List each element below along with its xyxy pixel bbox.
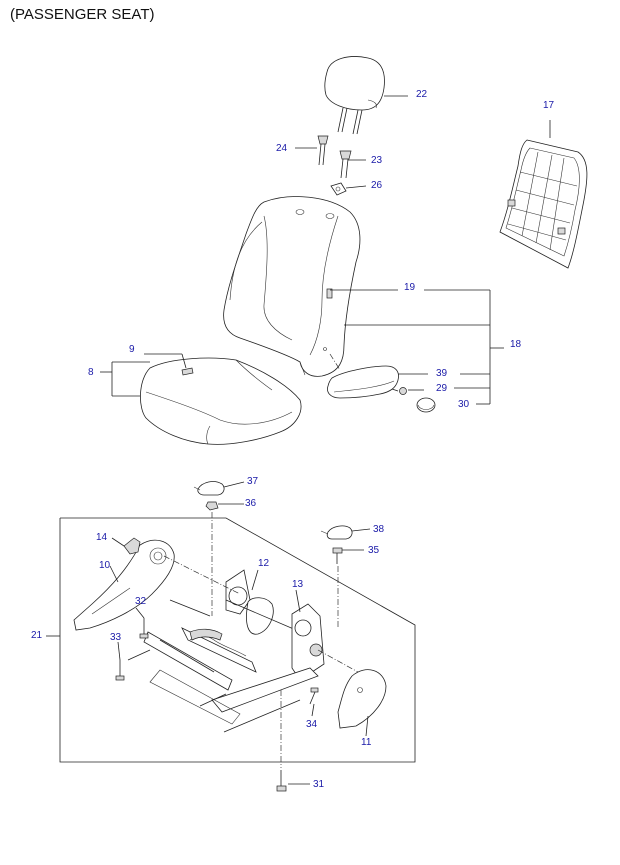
- lever-14: [123, 537, 141, 555]
- callout-37: 37: [247, 476, 259, 487]
- seat-cushion: [140, 357, 302, 445]
- recliner-12: [225, 569, 297, 635]
- guide-cap-26: [330, 182, 347, 196]
- headrest-guide-23: [339, 150, 352, 179]
- callout-24: 24: [276, 143, 288, 154]
- callout-18: 18: [510, 339, 522, 350]
- callout-34: 34: [306, 719, 318, 730]
- seat-frame-assembly-box: [59, 517, 416, 763]
- callout-22: 22: [416, 89, 428, 100]
- callout-9: 9: [129, 344, 135, 355]
- callout-12: 12: [258, 558, 270, 569]
- seat-back-frame-panel: [499, 139, 588, 269]
- assembly-center-lines: [163, 353, 359, 768]
- cover-cap-38: [320, 525, 353, 540]
- bolt-33: [115, 660, 125, 681]
- side-cover-39: [327, 365, 399, 399]
- bolt-31: [276, 770, 287, 792]
- recliner-13: [291, 603, 325, 681]
- screw-29: [391, 387, 407, 395]
- headrest: [324, 56, 385, 135]
- callout-39: 39: [436, 368, 448, 379]
- leader-lines: [46, 95, 551, 785]
- callout-31: 31: [313, 779, 325, 790]
- diagram-title: (PASSENGER SEAT): [10, 6, 155, 23]
- callout-17: 17: [543, 100, 555, 111]
- callout-26: 26: [371, 180, 383, 191]
- callout-35: 35: [368, 545, 380, 556]
- cover-cap-37: [193, 481, 225, 496]
- callout-8: 8: [88, 367, 94, 378]
- bolt-35: [332, 547, 343, 564]
- callout-29: 29: [436, 383, 448, 394]
- seat-rails: [127, 599, 319, 733]
- callout-13: 13: [292, 579, 304, 590]
- callout-38: 38: [373, 524, 385, 535]
- callout-11: 11: [361, 737, 372, 748]
- side-bracket-10: [73, 539, 175, 631]
- callout-10: 10: [99, 560, 111, 571]
- headrest-guide-24: [317, 135, 329, 166]
- knob-30: [416, 397, 436, 413]
- callout-21: 21: [31, 630, 43, 641]
- nut-36: [205, 501, 219, 511]
- side-bracket-11: [337, 669, 387, 729]
- bolt-34: [309, 687, 319, 705]
- callout-33: 33: [110, 632, 122, 643]
- callout-19: 19: [404, 282, 416, 293]
- callout-23: 23: [371, 155, 383, 166]
- callout-14: 14: [96, 532, 108, 543]
- callout-32: 32: [135, 596, 147, 607]
- callout-30: 30: [458, 399, 470, 410]
- seat-back: [223, 196, 361, 377]
- callout-labels: 22 17 24 23 26 19 18 9 8 39 29 30 37 36 …: [31, 89, 555, 790]
- bolt-32: [139, 618, 149, 639]
- callout-36: 36: [245, 498, 257, 509]
